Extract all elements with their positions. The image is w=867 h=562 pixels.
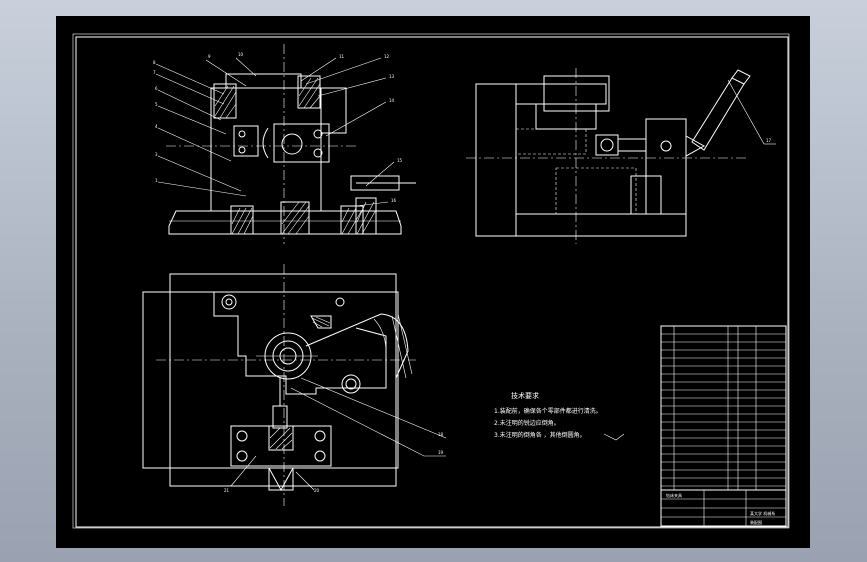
technical-requirements: 技术要求 1.装配前，确保各个零部件都进行清洗。 2.未注明的锐边应倒角。 3.… [494, 391, 625, 441]
svg-text:6: 6 [155, 86, 158, 91]
tech-req-item-3: 3.未注明的倒角各 ，其他倒圆角。 [494, 431, 586, 439]
svg-text:18: 18 [438, 432, 444, 437]
title-block-school: 某大学 机械系 [750, 510, 775, 516]
side-view: 17 [466, 68, 776, 244]
svg-text:21: 21 [224, 488, 230, 493]
parts-list [660, 325, 787, 491]
front-view: 8 7 6 5 4 3 1 9 10 11 12 13 14 15 16 [153, 44, 416, 244]
assembly-drawing: 8 7 6 5 4 3 1 9 10 11 12 13 14 15 16 [72, 33, 790, 529]
svg-text:4: 4 [155, 124, 158, 129]
svg-text:1: 1 [155, 178, 158, 183]
inner-frame [75, 36, 789, 528]
outer-frame [72, 33, 790, 529]
svg-text:7: 7 [153, 70, 156, 75]
svg-text:12: 12 [384, 54, 390, 59]
tech-req-title: 技术要求 [511, 391, 539, 400]
svg-text:20: 20 [314, 488, 320, 493]
svg-text:14: 14 [389, 98, 395, 103]
svg-text:10: 10 [238, 52, 244, 57]
title-block-title: 钻床夹具 [666, 492, 682, 498]
svg-text:17: 17 [766, 138, 772, 143]
title-block-drawing-no: 装配图 [750, 519, 762, 525]
svg-text:15: 15 [397, 158, 403, 163]
svg-text:9: 9 [208, 54, 211, 59]
tech-req-item-1: 1.装配前，确保各个零部件都进行清洗。 [494, 407, 602, 415]
svg-text:13: 13 [389, 74, 395, 79]
title-block: 钻床夹具 某大学 机械系 装配图 [660, 489, 787, 527]
top-view: 18 19 21 20 [142, 264, 447, 506]
svg-text:16: 16 [391, 198, 397, 203]
svg-text:8: 8 [153, 60, 156, 65]
drawing-sheet: 8 7 6 5 4 3 1 9 10 11 12 13 14 15 16 [56, 16, 810, 548]
svg-text:5: 5 [155, 102, 158, 107]
svg-text:11: 11 [339, 54, 345, 59]
tech-req-item-2: 2.未注明的锐边应倒角。 [494, 419, 560, 427]
svg-text:19: 19 [438, 450, 444, 455]
svg-text:3: 3 [155, 152, 158, 157]
